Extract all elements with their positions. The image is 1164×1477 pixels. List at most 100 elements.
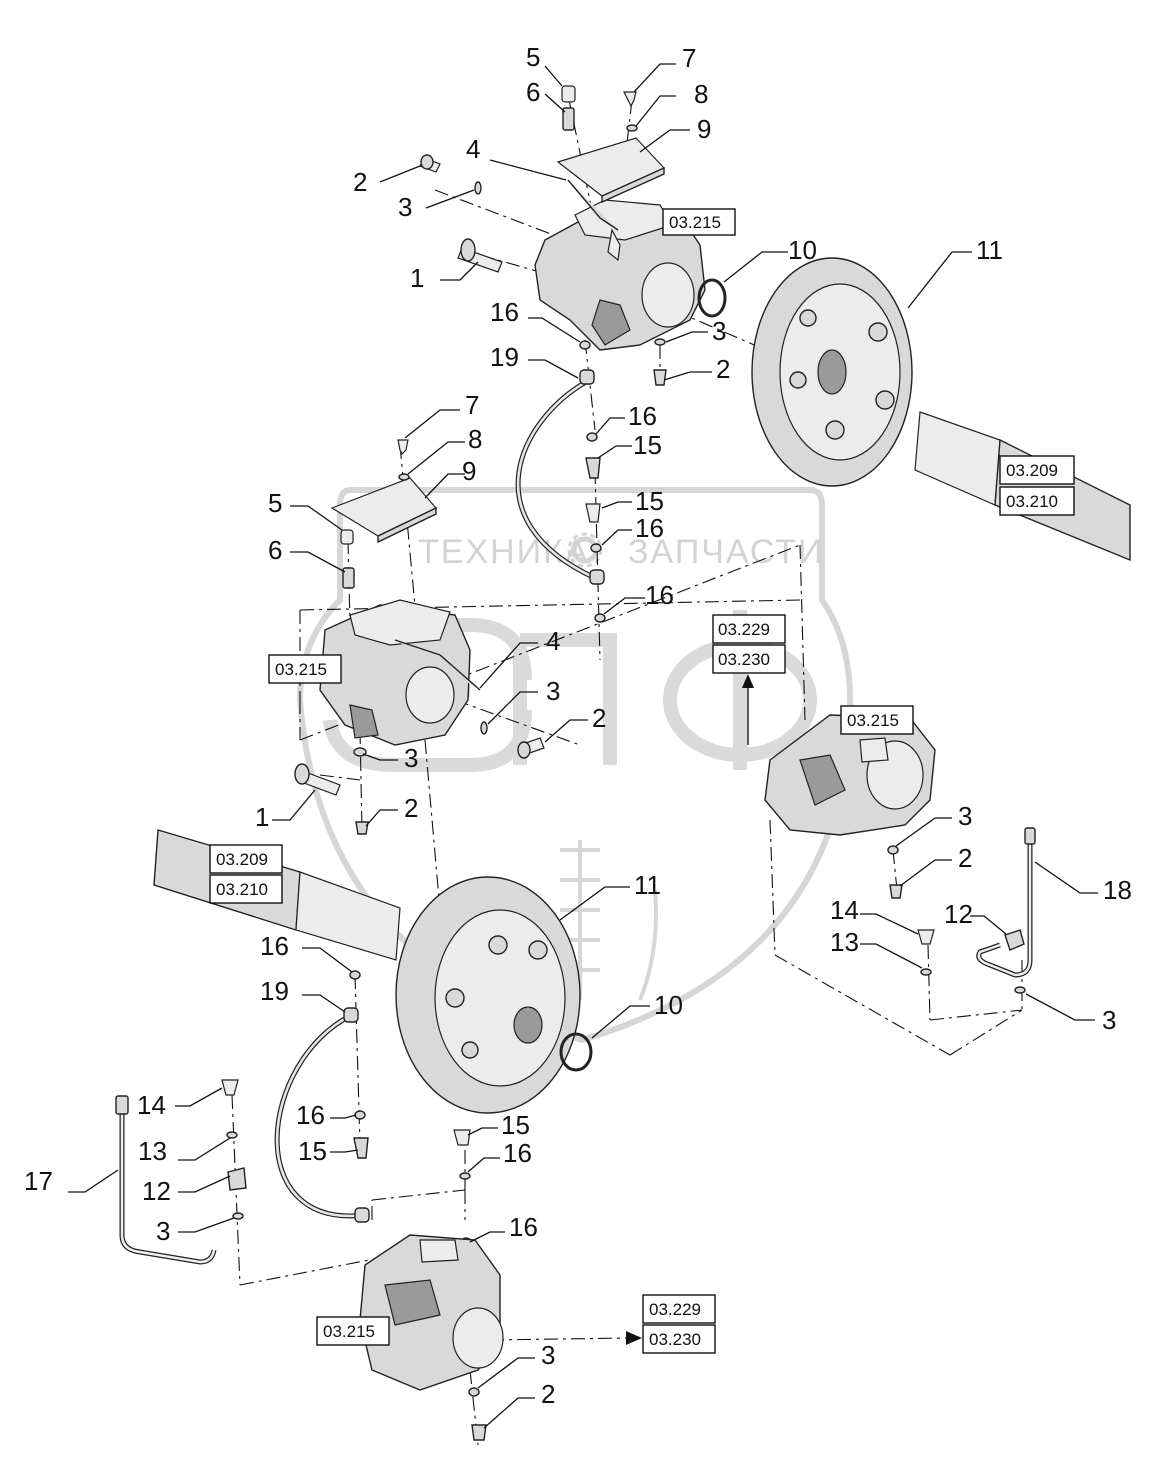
fitting-12-right [1004, 929, 1025, 951]
callout-16: 16 [503, 1138, 532, 1168]
ref-box-03210-lower: 03.210 [209, 874, 283, 904]
arrow-to-03229-bottom [626, 1331, 642, 1345]
callout-15: 15 [635, 486, 664, 516]
callout-9: 9 [697, 114, 711, 144]
bolt-14-left [221, 1079, 239, 1096]
watermark-shield [296, 487, 854, 1044]
pin-5-middle [340, 529, 354, 545]
svg-text:03.210: 03.210 [1006, 492, 1058, 511]
bolt-15-a [585, 457, 601, 479]
ref-box-03215-bottom: 03.215 [316, 1316, 390, 1346]
callout-18: 18 [1103, 875, 1132, 905]
callout-10: 10 [788, 235, 817, 265]
watermark-text-right: ЗАПЧАСТИ [628, 533, 825, 571]
bleeder-6-middle [342, 567, 355, 589]
callout-17: 17 [24, 1166, 53, 1196]
callout-7: 7 [682, 43, 696, 73]
screw-7-middle [397, 439, 409, 456]
callout-9: 9 [462, 456, 476, 486]
caliper-bottom [359, 1234, 504, 1391]
washer-3-middle [480, 721, 488, 735]
washer-16-e [349, 970, 361, 980]
pin-5-top [561, 85, 576, 103]
svg-text:03.230: 03.230 [649, 1330, 701, 1349]
callout-15: 15 [501, 1110, 530, 1140]
callout-16: 16 [260, 931, 289, 961]
hose-19-lower [274, 1007, 370, 1223]
bolt-1-top [457, 238, 503, 273]
washer-16-f [354, 1110, 366, 1120]
callout-19: 19 [490, 342, 519, 372]
callout-3: 3 [398, 192, 412, 222]
callout-3: 3 [958, 801, 972, 831]
callout-16: 16 [509, 1212, 538, 1242]
washer-3-left [232, 1212, 244, 1220]
callout-labels: 5 6 7 8 9 4 2 3 1 16 19 10 11 3 2 16 15 … [24, 42, 1132, 1409]
ref-box-03215-middle-left: 03.215 [268, 654, 342, 684]
ref-box-03229-middle: 03.229 [712, 614, 786, 644]
ref-box-03210-top: 03.210 [999, 486, 1075, 516]
svg-text:03.229: 03.229 [718, 620, 770, 639]
bolt-15-c [353, 1137, 369, 1159]
caliper-middle-left [319, 599, 471, 746]
callout-6: 6 [268, 535, 282, 565]
washer-16-g [459, 1172, 471, 1180]
callout-2: 2 [958, 843, 972, 873]
callout-4: 4 [546, 626, 560, 656]
ref-box-03215-top: 03.215 [662, 208, 736, 236]
callout-2: 2 [592, 703, 606, 733]
callout-16: 16 [628, 401, 657, 431]
disc-11-lower [395, 876, 581, 1114]
bolt-2-right [889, 884, 903, 899]
callout-4: 4 [466, 134, 480, 164]
ref-box-03229-bottom: 03.229 [642, 1294, 716, 1324]
svg-text:03.230: 03.230 [718, 650, 770, 669]
callout-11: 11 [634, 870, 661, 900]
svg-text:03.209: 03.209 [1006, 461, 1058, 480]
bolt-14-right [917, 929, 935, 945]
callout-8: 8 [694, 79, 708, 109]
washer-3-top [474, 181, 482, 195]
callout-13: 13 [138, 1136, 167, 1166]
arrow-to-03229-middle [742, 674, 754, 745]
bolt-2-top [419, 154, 441, 173]
callout-15: 15 [633, 430, 662, 460]
callout-19: 19 [260, 976, 289, 1006]
bolt-2-bottom [471, 1424, 487, 1441]
washer-8-top [626, 124, 638, 132]
pipe-18 [976, 827, 1036, 978]
callout-3: 3 [156, 1216, 170, 1246]
ref-box-03230-middle: 03.230 [712, 644, 786, 674]
callout-11: 11 [976, 235, 1003, 265]
svg-text:03.210: 03.210 [216, 880, 268, 899]
screw-7-top [623, 91, 637, 108]
callout-14: 14 [137, 1090, 166, 1120]
svg-text:03.215: 03.215 [847, 711, 899, 730]
ref-box-03209-top: 03.209 [999, 455, 1075, 485]
washer-13-right [920, 968, 932, 976]
bolt-2-middle [517, 737, 545, 759]
callout-5: 5 [268, 488, 282, 518]
callout-2: 2 [541, 1379, 555, 1409]
hose-19-top [515, 369, 605, 585]
washer-16-c [590, 543, 602, 553]
washer-3-bottom [468, 1387, 480, 1397]
oring-10-top [697, 278, 727, 318]
shaft-top [914, 411, 1131, 562]
pipe-17 [115, 1095, 217, 1265]
washer-16-a [579, 340, 591, 350]
callout-2: 2 [353, 167, 367, 197]
callout-12: 12 [142, 1176, 171, 1206]
oring-10-lower [559, 1032, 593, 1072]
callout-3: 3 [541, 1340, 555, 1370]
callout-16: 16 [635, 513, 664, 543]
svg-text:03.215: 03.215 [669, 213, 721, 232]
spring-4-top [567, 179, 619, 231]
washer-3-right [887, 845, 899, 855]
washer-3-top-lower [654, 338, 666, 346]
watermark-text-left: ТЕХНИКА [418, 533, 590, 571]
callout-14: 14 [830, 895, 859, 925]
callout-8: 8 [468, 424, 482, 454]
